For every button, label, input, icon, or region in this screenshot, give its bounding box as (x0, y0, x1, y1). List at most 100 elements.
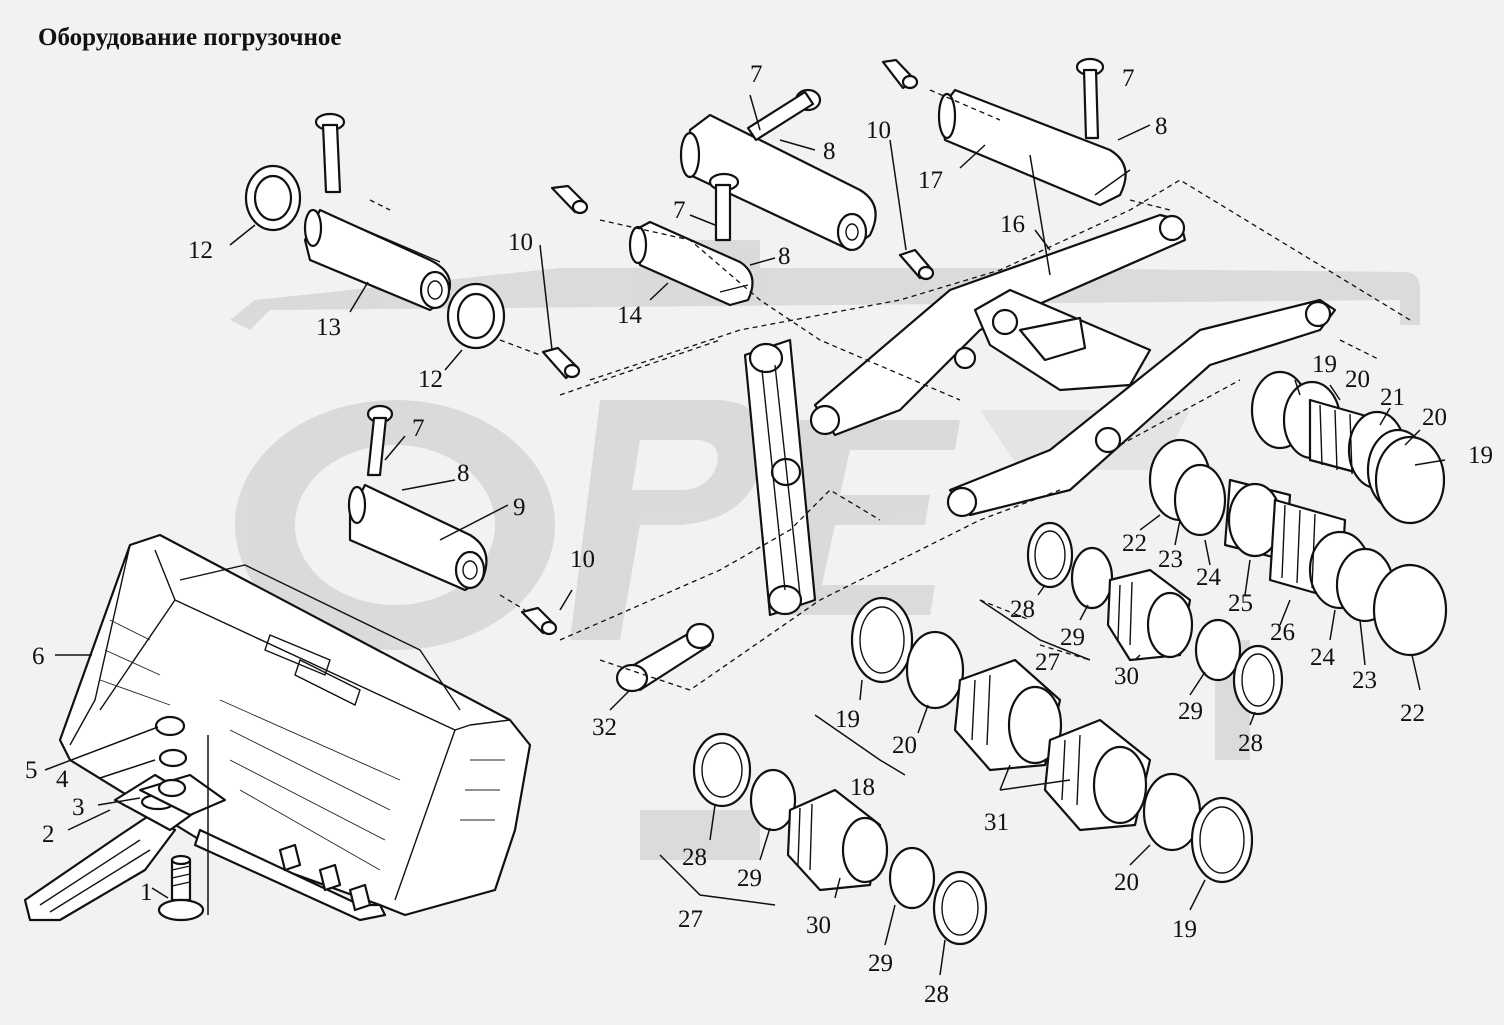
bushing-30-a (1106, 568, 1194, 662)
bolt-7-top-right (1075, 57, 1105, 140)
ring-28-d (932, 870, 988, 946)
ring-28-c (692, 732, 752, 808)
watermark-text: OPE (600, 633, 616, 642)
callout-28-right: 28 (1238, 730, 1263, 757)
bolt-7-upper-left (314, 112, 346, 194)
callout-9: 9 (513, 494, 526, 521)
callout-20-mid: 20 (892, 732, 917, 759)
ring-29-d (888, 846, 936, 910)
callout-19-upper: 19 (1312, 351, 1337, 378)
callout-22-right: 22 (1400, 700, 1425, 727)
grease-fitting-10-e (520, 606, 558, 636)
callout-30-lower: 30 (806, 912, 831, 939)
ring-19-b (1190, 796, 1254, 884)
callout-28-bottom: 28 (924, 981, 949, 1008)
ring-28-b (1232, 644, 1284, 716)
callout-14: 14 (617, 302, 643, 329)
callout-29-left: 29 (737, 865, 762, 892)
callout-8-top-right: 8 (1155, 113, 1168, 140)
callout-19-mid: 19 (835, 706, 860, 733)
callout-2: 2 (42, 821, 55, 848)
callout-28-upper: 28 (1010, 596, 1035, 623)
page-title: Оборудование погрузочное (38, 24, 342, 51)
callout-17: 17 (918, 167, 943, 194)
bucket-tooth (23, 773, 227, 922)
callout-7-top: 7 (750, 61, 763, 88)
rod-32 (615, 622, 715, 693)
callout-19-bottom: 19 (1172, 916, 1197, 943)
ring-29-b (1194, 618, 1242, 682)
callout-32: 32 (592, 714, 617, 741)
bolt-7-left (366, 404, 394, 477)
callout-8-left: 8 (457, 460, 470, 487)
grease-fitting-10-a (550, 184, 589, 215)
callout-31: 31 (984, 809, 1009, 836)
grease-fitting-10-d (541, 346, 581, 380)
bolt-7-middle (708, 172, 740, 242)
callout-7-middle: 7 (673, 197, 686, 224)
callout-20-upper: 20 (1345, 366, 1370, 393)
boom-16 (809, 213, 1337, 518)
bearing-upper-right (1250, 370, 1446, 525)
bushing-30-b (786, 788, 889, 892)
callout-24-mid: 24 (1196, 564, 1222, 591)
callout-29-right: 29 (1178, 698, 1203, 725)
ring-29-a (1070, 546, 1114, 610)
grease-fitting-10-c (898, 248, 935, 281)
pin-17 (937, 88, 1131, 207)
bushing-12-right (446, 282, 506, 350)
callout-3: 3 (72, 794, 85, 821)
bucket-link (743, 338, 817, 617)
leader-lines (44, 94, 1446, 976)
pin-13 (303, 208, 452, 312)
callout-4: 4 (56, 766, 69, 793)
callouts: 1 2 3 4 5 6 7 7 7 7 8 8 8 8 9 10 10 10 1… (25, 61, 1493, 1008)
callout-1: 1 (140, 879, 153, 906)
ring-19-a (850, 596, 914, 684)
callout-6: 6 (32, 643, 45, 670)
bushing-31 (953, 658, 1152, 832)
bearing-middle-right (1148, 438, 1448, 657)
callout-18: 18 (850, 774, 875, 801)
callout-27-lower: 27 (678, 906, 703, 933)
tooth-bolt (157, 854, 205, 922)
callout-10-left-top: 10 (508, 229, 533, 256)
callout-25: 25 (1228, 590, 1253, 617)
pin-9 (347, 483, 488, 592)
callout-8-top: 8 (823, 138, 836, 165)
callout-28-left: 28 (682, 844, 707, 871)
grease-fitting-10-b (881, 58, 919, 90)
callout-10-bottom: 10 (570, 546, 595, 573)
callout-23-mid: 23 (1158, 546, 1183, 573)
callout-21: 21 (1380, 384, 1405, 411)
assembly-guides (369, 89, 1411, 691)
callout-10-top-right: 10 (866, 117, 891, 144)
callout-20-right: 20 (1422, 404, 1447, 431)
callout-29-bottom: 29 (868, 950, 893, 977)
callout-13: 13 (316, 314, 341, 341)
callout-19-right: 19 (1468, 442, 1493, 469)
washers (154, 715, 209, 915)
callout-16: 16 (1000, 211, 1025, 238)
ring-28-a (1026, 521, 1074, 589)
callout-5: 5 (25, 757, 38, 784)
callout-29-upper: 29 (1060, 624, 1085, 651)
callout-26: 26 (1270, 619, 1295, 646)
callout-24-right: 24 (1310, 644, 1336, 671)
callout-22-mid: 22 (1122, 530, 1147, 557)
callout-8-middle: 8 (778, 243, 791, 270)
ring-29-c (749, 768, 797, 832)
bolt-7-top (746, 88, 822, 142)
callout-12-right: 12 (418, 366, 443, 393)
callout-7-top-right: 7 (1122, 65, 1135, 92)
callout-30-upper: 30 (1114, 663, 1139, 690)
callout-20-bottom: 20 (1114, 869, 1139, 896)
callout-12-left: 12 (188, 237, 213, 264)
callout-23-right: 23 (1352, 667, 1377, 694)
bushing-12-left (244, 164, 302, 232)
callout-7-left: 7 (412, 415, 425, 442)
pin-14 (628, 220, 754, 307)
ring-20-a (905, 630, 965, 710)
